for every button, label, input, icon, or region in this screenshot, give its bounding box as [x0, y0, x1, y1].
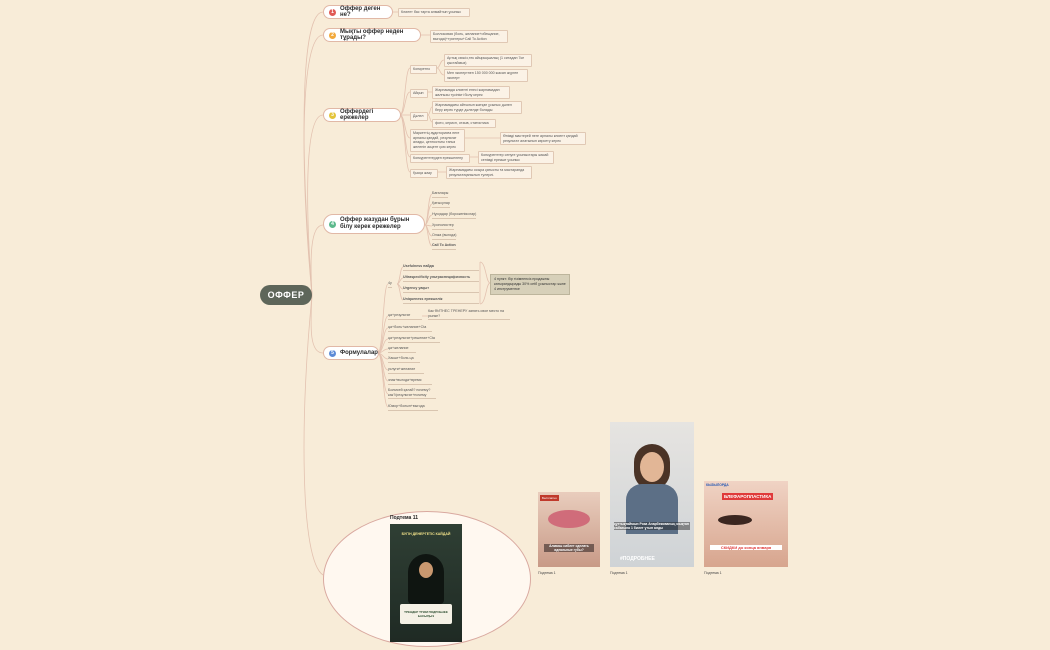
poster-face — [419, 562, 433, 578]
branch-before-writing[interactable]: 4 Оффер жазудан бұрын білу керек ережеле… — [323, 214, 425, 234]
formula-4u-ultraspecificity[interactable]: Ultraspecificity ультраспецифичность — [403, 275, 479, 282]
formula-4u-uniqueness[interactable]: Uniqueness ерекшелік — [403, 297, 479, 304]
formula-row[interactable]: ца+желание — [388, 346, 416, 353]
before-item-2[interactable]: Қатысулар — [432, 201, 450, 208]
formula-row[interactable]: знак+выгода+время — [388, 378, 432, 385]
branch-label: Мықты оффер неден тұрады? — [340, 29, 404, 41]
rule-concrete-note-2[interactable]: Мен экспертпен 150 000 000 жасап жүрген … — [444, 69, 528, 83]
lips-shape — [548, 510, 590, 528]
formula-row-result[interactable]: ца+результат — [388, 313, 422, 320]
poster-image[interactable]: БУГІН ДЕНЕРГЕТІС КАЙДАЙ ТРЕНДЕР ТҮЗІМ ПО… — [390, 524, 462, 642]
number-1-icon: 1 — [329, 8, 336, 16]
rule-concrete[interactable]: Конкретно — [410, 65, 437, 74]
root-label: ОФФЕР — [267, 290, 305, 300]
formula-4u-urgency[interactable]: Urgency уақыт — [403, 286, 479, 293]
woman-body — [626, 484, 678, 534]
lips-tag: Бесплатно — [540, 495, 559, 501]
rule-concrete-note-1[interactable]: Артық сөзсіз,тек айырықшалық (1 ситадан … — [444, 54, 532, 68]
formula-4u[interactable]: 4у — [388, 281, 392, 288]
before-item-1[interactable]: Бағалары — [432, 191, 449, 198]
poster-subtitle: ТРЕНДЕР ТҮЗІМ ПОДРОБНЕЕ БАСЫҢЫЗ — [404, 610, 448, 618]
branch-label: Оффердегі ережелер — [340, 109, 374, 121]
example-caption-3: Подтема 1 — [704, 571, 722, 575]
rule-proof-note-2[interactable]: фото, керисп, отзыв, статистика — [432, 119, 496, 128]
formula-row-result-note[interactable]: Как ФИТНЕС ТРЕНЕРУ занять свое место на … — [428, 309, 510, 321]
rule-proof[interactable]: Дәлел — [410, 112, 428, 121]
branch-strong-offer[interactable]: 2 Мықты оффер неден тұрады? — [323, 28, 421, 42]
rule-short-note[interactable]: Жарнамадағы осыра қатысты ға мастаранда … — [446, 166, 532, 180]
formula-4u-summary[interactable]: 4 пункт: бір тізімненсіз продажны катыра… — [490, 274, 570, 295]
rule-clear-note[interactable]: Жарнамада клиенті енесі жарнамадан жалғы… — [432, 86, 510, 100]
poster-card — [400, 604, 452, 624]
strong-offer-note[interactable]: Боллоковая (боль, желание+обещание, выго… — [430, 30, 508, 44]
rule-short[interactable]: Қысқа жазу — [410, 169, 438, 178]
woman-more-tag: #ПОДРОБНЕЕ — [620, 556, 655, 562]
rule-marketing-note[interactable]: Өнімді мастерей неге арналы клиент қанда… — [500, 132, 586, 146]
before-item-6[interactable]: Call To Action — [432, 243, 456, 250]
formula-row[interactable]: ца+боль+желание+Cta — [388, 325, 432, 332]
branch-label: Оффер деген не? — [340, 6, 381, 18]
before-item-4[interactable]: Хронолистер — [432, 223, 454, 230]
rule-competitors[interactable]: Конкуренттерден ерекшелену — [410, 154, 470, 163]
branch-offer-rules[interactable]: 3 Оффердегі ережелер — [323, 108, 401, 122]
woman-face — [640, 452, 664, 482]
branch-formulas[interactable]: 5 Формулалар — [323, 346, 379, 360]
example-caption-2: Подтема 1 — [610, 571, 628, 575]
formula-row[interactable]: Болмсей қалай? почему? как?/результат+по… — [388, 388, 436, 400]
branch-label: Оффер жазудан бұрын білу керек ережелер — [340, 216, 410, 230]
formula-row[interactable]: Юмор+болып+выгода — [388, 404, 438, 411]
formula-row[interactable]: ца+результат+решение+Cta — [388, 336, 440, 343]
example-image-woman[interactable]: құттықтаймын Роза Анарбекованың мықтап с… — [610, 422, 694, 567]
example-caption-1: Подтема 1 — [538, 571, 556, 575]
formula-row[interactable]: Хакшт+боль ца — [388, 356, 420, 363]
bleph-eye — [718, 515, 752, 525]
number-2-icon: 2 — [329, 31, 336, 39]
bleph-sale: СКИДКИ до конца января — [710, 545, 782, 550]
bleph-title: БЛЕФАРОПЛАСТИКА — [722, 493, 774, 500]
offer-definition-note[interactable]: Клиент бас тарта алмайтын ұсыныс — [398, 8, 470, 17]
example-image-blepharoplasty[interactable]: КЫЗЫЛОРДА БЛЕФАРОПЛАСТИКА СКИДКИ до конц… — [704, 481, 788, 567]
root-node[interactable]: ОФФЕР — [260, 285, 312, 305]
number-5-icon: 5 — [329, 349, 336, 357]
formula-4u-usefulness[interactable]: Usefulness пайда — [403, 264, 479, 271]
branch-label: Формулалар — [340, 350, 378, 356]
example-image-lips[interactable]: Бесплатно Алмазы сиблет сделать идеальны… — [538, 492, 600, 567]
number-3-icon: 3 — [329, 111, 336, 119]
before-item-5[interactable]: Олжа (выгода) — [432, 233, 457, 240]
rule-clear[interactable]: Айқын — [410, 89, 428, 98]
woman-text: құттықтаймын Роза Анарбекованың мықтап с… — [614, 522, 690, 530]
lips-text: Алмазы сиблет сделать идеальные губы? — [544, 544, 594, 552]
bleph-city: КЫЗЫЛОРДА — [706, 483, 729, 487]
before-item-3[interactable]: Нұсқадар (бороженіяслар) — [432, 212, 477, 219]
branch-offer-definition[interactable]: 1 Оффер деген не? — [323, 5, 393, 19]
examples-oval-label: Подтема 11 — [390, 515, 419, 521]
formula-row[interactable]: услуги+желание — [388, 367, 424, 374]
rule-marketing[interactable]: Маркеттің аудиторияға неге арналы қандай… — [410, 129, 465, 152]
poster-title: БУГІН ДЕНЕРГЕТІС КАЙДАЙ — [401, 532, 451, 536]
number-4-icon: 4 — [329, 220, 336, 228]
rule-competitors-note[interactable]: Конкуренттер сенуге ұсыныстары жасай сен… — [478, 151, 554, 165]
rule-proof-note-1[interactable]: Жарнамадағы айтылып жатқан ұсыныс дәлел … — [432, 101, 522, 115]
